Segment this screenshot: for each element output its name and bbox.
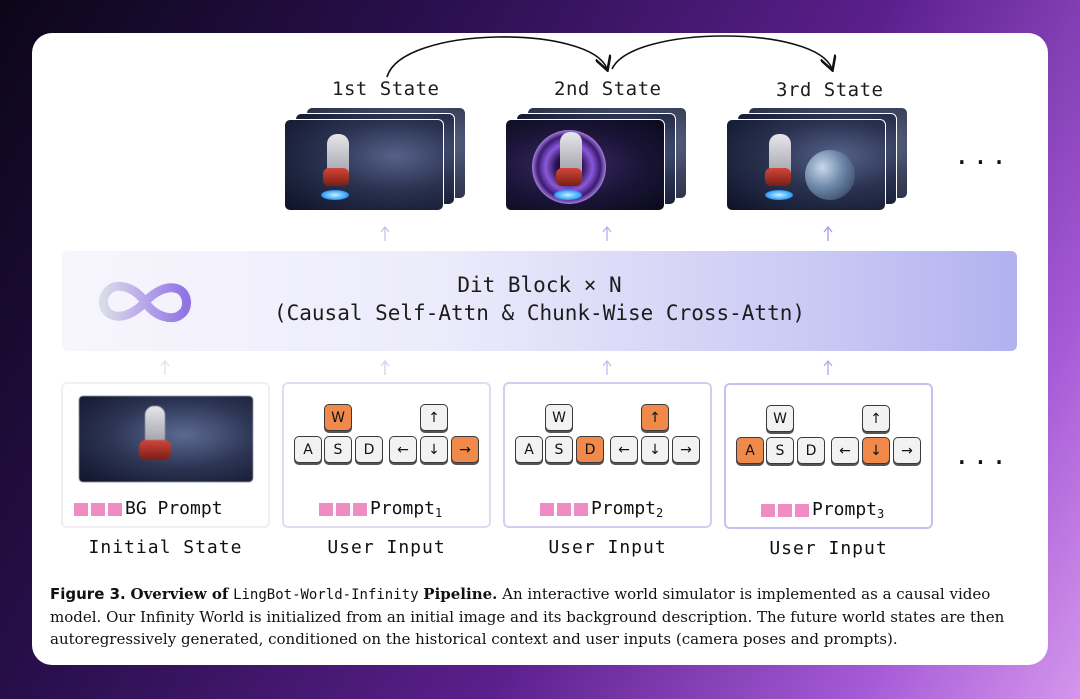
- key-s: S: [545, 436, 573, 463]
- state-image-1: [284, 119, 444, 211]
- prompt-marks: [540, 503, 588, 516]
- key-d: D: [797, 437, 825, 464]
- key-d: D: [576, 436, 604, 463]
- up-arrow-icon: [160, 360, 170, 375]
- prompt-label-1: Prompt1: [370, 498, 443, 520]
- prompt-label-2: Prompt2: [591, 498, 664, 520]
- key-up: ↑: [862, 405, 890, 432]
- figure-card: 1st State 2nd State 3rd State ...: [32, 33, 1048, 665]
- key-s: S: [766, 437, 794, 464]
- top-ellipsis: ...: [954, 141, 1010, 171]
- caption-body: An interactive world simulator is implem…: [50, 585, 1005, 648]
- bg-prompt-label: BG Prompt: [125, 498, 223, 519]
- key-w: W: [545, 404, 573, 431]
- prompt-marks: [74, 503, 122, 516]
- dit-subtitle: (Causal Self-Attn & Chunk-Wise Cross-Att…: [273, 301, 805, 325]
- state-label-3: 3rd State: [776, 79, 884, 101]
- up-arrow-icon: [602, 226, 612, 241]
- figure-caption: Figure 3. Overview of LingBot-World-Infi…: [50, 583, 1035, 650]
- initial-image: [79, 396, 253, 482]
- dit-block: Dit Block × N (Causal Self-Attn & Chunk-…: [62, 251, 1017, 351]
- state-frames-1: [284, 107, 466, 217]
- state-label-1: 1st State: [332, 78, 440, 100]
- key-s: S: [324, 436, 352, 463]
- caption-title-a: Overview of: [130, 585, 229, 603]
- key-w: W: [324, 404, 352, 431]
- key-left: ←: [831, 437, 859, 464]
- state-image-3: [726, 119, 886, 211]
- key-down: ↓: [862, 437, 890, 464]
- key-up: ↑: [641, 404, 669, 431]
- key-a: A: [515, 436, 543, 463]
- state-label-2: 2nd State: [554, 78, 662, 100]
- key-a: A: [736, 437, 764, 464]
- key-a: A: [294, 436, 322, 463]
- key-down: ↓: [420, 436, 448, 463]
- key-right: →: [672, 436, 700, 463]
- dit-title: Dit Block × N: [457, 273, 622, 297]
- key-down: ↓: [641, 436, 669, 463]
- user-input-box-1: W ↑ A S D ← ↓ → Prompt1: [282, 382, 491, 528]
- key-right: →: [451, 436, 479, 463]
- state-image-2: [505, 119, 665, 211]
- infinity-icon: [99, 281, 191, 323]
- up-arrow-icon: [602, 360, 612, 375]
- user-input-box-2: W ↑ A S D ← ↓ → Prompt2: [503, 382, 712, 528]
- up-arrow-icon: [380, 360, 390, 375]
- state-transition-arrows: [386, 35, 842, 78]
- prompt-marks: [761, 504, 809, 517]
- bottom-ellipsis: ...: [954, 441, 1010, 471]
- prompt-label-3: Prompt3: [812, 499, 885, 521]
- prompt-marks: [319, 503, 367, 516]
- key-w: W: [766, 405, 794, 432]
- caption-title-b: Pipeline.: [423, 585, 498, 603]
- key-right: →: [893, 437, 921, 464]
- user-input-label-2: User Input: [548, 537, 667, 558]
- key-left: ←: [610, 436, 638, 463]
- initial-state-label: Initial State: [88, 537, 243, 558]
- up-arrow-icon: [823, 360, 833, 375]
- caption-figure-number: Figure 3.: [50, 585, 126, 603]
- up-arrow-icon: [380, 226, 390, 241]
- initial-state-box: BG Prompt: [61, 382, 270, 528]
- user-input-box-3: W ↑ A S D ← ↓ → Prompt3: [724, 383, 933, 529]
- state-frames-3: [726, 107, 908, 217]
- user-input-label-3: User Input: [769, 538, 888, 559]
- key-up: ↑: [420, 404, 448, 431]
- key-left: ←: [389, 436, 417, 463]
- state-frames-2: [505, 107, 687, 217]
- caption-title-mono: LingBot-World-Infinity: [233, 587, 419, 603]
- key-d: D: [355, 436, 383, 463]
- user-input-label-1: User Input: [327, 537, 446, 558]
- up-arrow-icon: [823, 226, 833, 241]
